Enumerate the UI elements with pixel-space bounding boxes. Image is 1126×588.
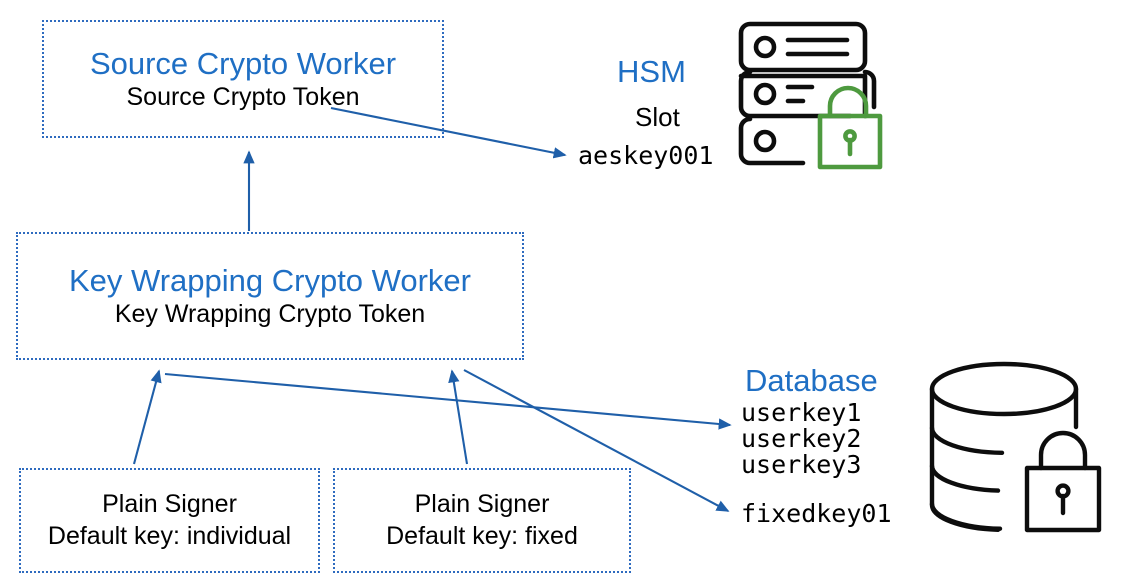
connector-individual-to-keywrapping: [132, 369, 162, 465]
node-plain-signer-fixed[interactable]: Plain Signer Default key: fixed: [333, 468, 631, 573]
plain-signer-fixed-line2: Default key: fixed: [386, 521, 578, 550]
node-source-crypto-worker[interactable]: Source Crypto Worker Source Crypto Token: [42, 20, 444, 138]
source-worker-title: Source Crypto Worker: [89, 46, 397, 82]
database-icon-group: [928, 358, 1118, 553]
plain-signer-fixed-line1: Plain Signer: [414, 490, 550, 519]
database-fixed-key: fixedkey01: [741, 499, 892, 528]
server-rack-icon: [738, 21, 877, 166]
source-worker-subtitle: Source Crypto Token: [126, 82, 360, 111]
connector-fixed-to-keywrapping: [448, 369, 469, 465]
node-plain-signer-individual[interactable]: Plain Signer Default key: individual: [19, 468, 320, 573]
connector-keywrapping-to-userkeys: [164, 372, 732, 430]
hsm-icon-group: [734, 18, 894, 173]
hsm-heading: HSM: [617, 54, 686, 89]
key-wrapping-worker-title: Key Wrapping Crypto Worker: [68, 263, 471, 299]
database-cylinder-icon: [929, 361, 1079, 532]
database-heading: Database: [745, 363, 878, 398]
padlock-green-icon: [817, 85, 883, 170]
plain-signer-individual-line2: Default key: individual: [47, 521, 292, 550]
database-key-1: userkey1: [741, 398, 862, 427]
node-key-wrapping-crypto-worker[interactable]: Key Wrapping Crypto Worker Key Wrapping …: [16, 232, 524, 360]
hsm-key-label: aeskey001: [578, 141, 714, 170]
database-key-3: userkey3: [741, 450, 862, 479]
plain-signer-individual-line1: Plain Signer: [102, 490, 237, 519]
database-key-2: userkey2: [741, 424, 862, 453]
padlock-black-icon: [1024, 430, 1102, 533]
hsm-subheading: Slot: [635, 102, 680, 132]
key-wrapping-worker-subtitle: Key Wrapping Crypto Token: [114, 299, 426, 328]
